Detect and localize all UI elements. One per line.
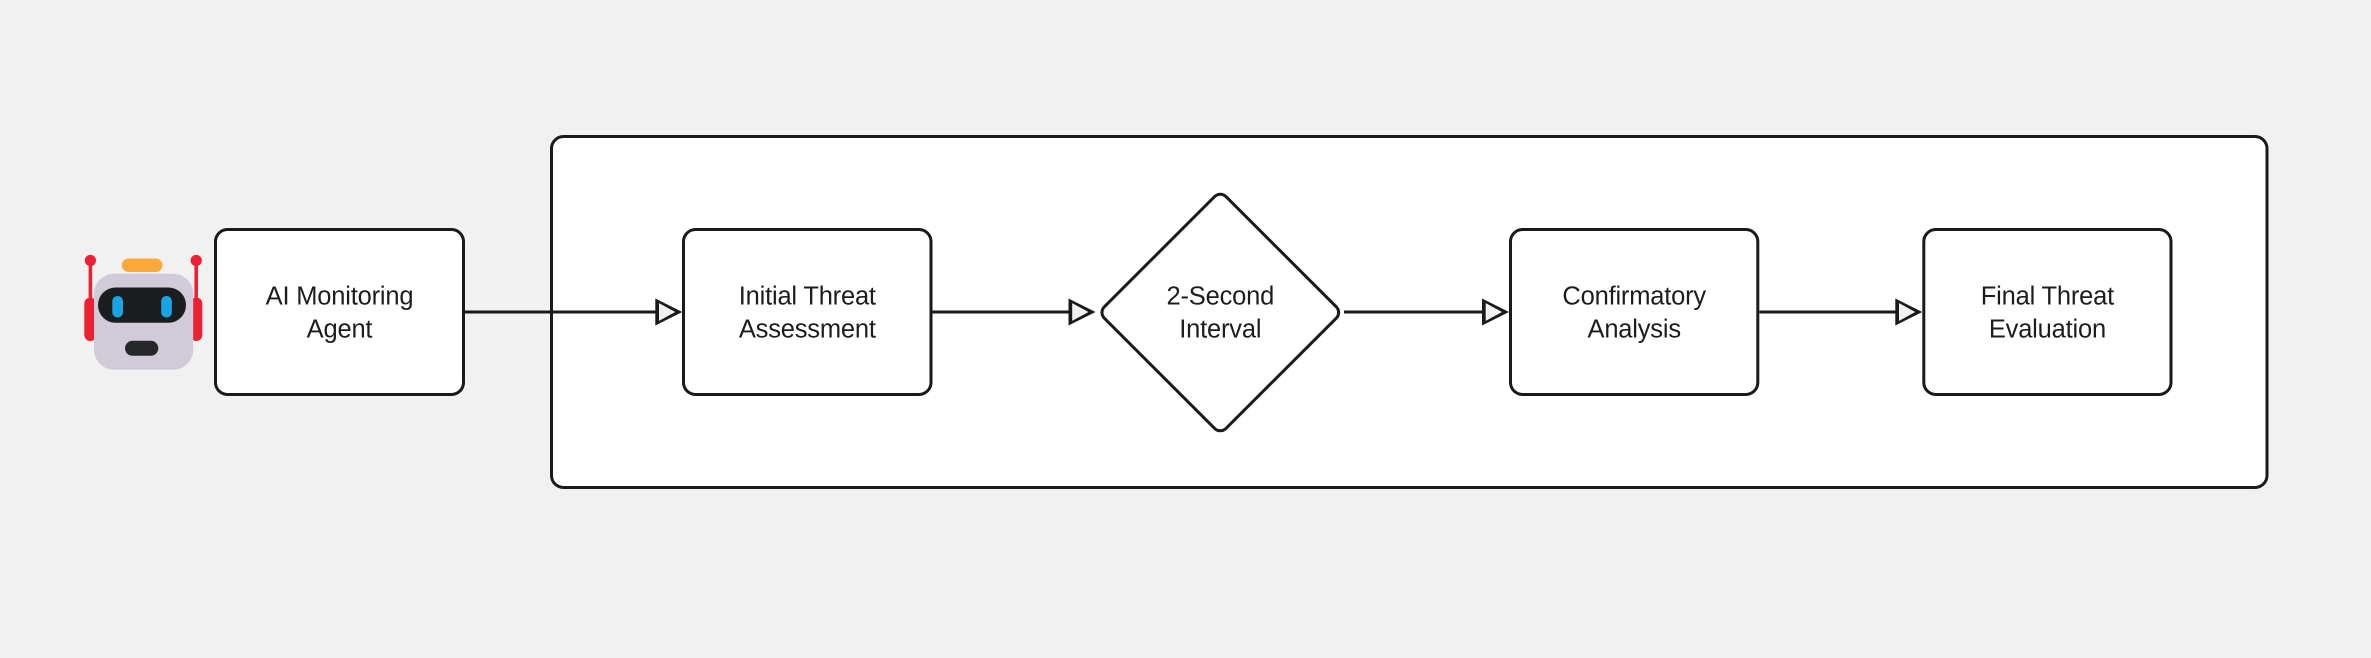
- svg-text:Interval: Interval: [1179, 315, 1261, 343]
- svg-text:2-Second: 2-Second: [1167, 282, 1275, 310]
- svg-text:Final Threat: Final Threat: [1981, 282, 2114, 310]
- svg-text:Evaluation: Evaluation: [1989, 315, 2106, 343]
- svg-text:Assessment: Assessment: [739, 315, 876, 343]
- svg-text:Analysis: Analysis: [1588, 315, 1681, 343]
- svg-text:Confirmatory: Confirmatory: [1562, 282, 1706, 310]
- svg-text:AI Monitoring: AI Monitoring: [266, 282, 414, 310]
- svg-text:Agent: Agent: [307, 315, 373, 343]
- svg-text:Initial Threat: Initial Threat: [739, 282, 876, 310]
